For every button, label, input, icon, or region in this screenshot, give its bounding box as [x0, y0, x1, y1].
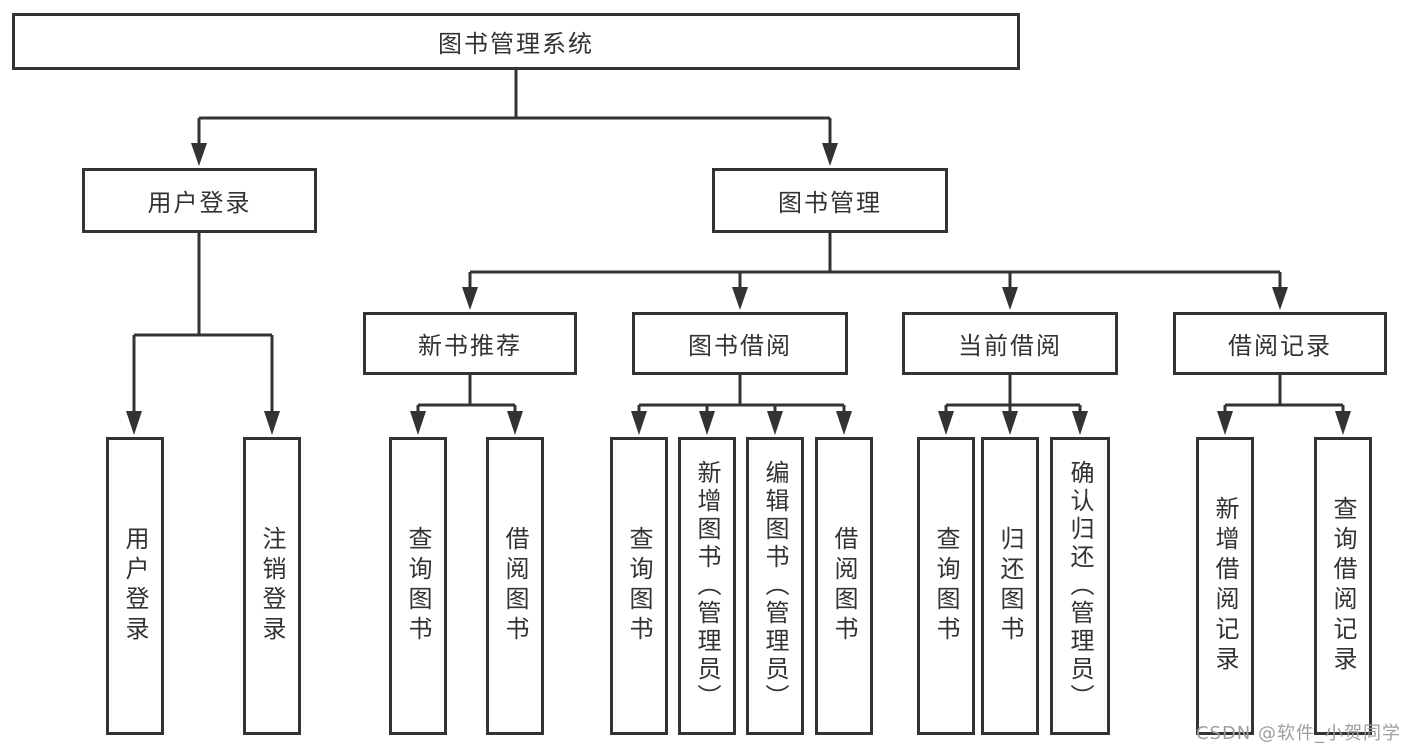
leaf-edit-books-admin-label: 编辑图书（管理员）	[761, 460, 789, 712]
node-user-login-label: 用户登录	[147, 189, 252, 217]
leaf-return-books-label: 归还图书	[996, 526, 1024, 646]
leaf-confirm-return-admin: 确认归还（管理员）	[1050, 437, 1110, 735]
leaf-add-books-admin: 新增图书（管理员）	[678, 437, 736, 735]
leaf-query-books-current-label: 查询图书	[932, 526, 960, 646]
leaf-borrow-books-recommend: 借阅图书	[486, 437, 544, 735]
leaf-borrow-books-label: 借阅图书	[830, 526, 858, 646]
leaf-query-borrow-record-label: 查询借阅记录	[1329, 496, 1357, 676]
node-current-borrow: 当前借阅	[902, 312, 1118, 375]
leaf-borrow-books: 借阅图书	[815, 437, 873, 735]
leaf-logout-label: 注销登录	[258, 526, 286, 646]
node-new-book-recommend: 新书推荐	[363, 312, 577, 375]
node-borrow-records: 借阅记录	[1173, 312, 1387, 375]
leaf-query-books-borrow: 查询图书	[610, 437, 668, 735]
leaf-query-books-borrow-label: 查询图书	[625, 526, 653, 646]
leaf-query-books-current: 查询图书	[917, 437, 975, 735]
node-book-management-label: 图书管理	[778, 189, 882, 217]
leaf-user-login-label: 用户登录	[121, 526, 149, 646]
leaf-return-books: 归还图书	[981, 437, 1039, 735]
leaf-borrow-books-recommend-label: 借阅图书	[501, 526, 529, 646]
leaf-logout: 注销登录	[243, 437, 301, 735]
leaf-add-borrow-record-label: 新增借阅记录	[1211, 496, 1239, 676]
leaf-query-books-recommend: 查询图书	[389, 437, 447, 735]
leaf-query-borrow-record: 查询借阅记录	[1314, 437, 1372, 735]
node-borrow-records-label: 借阅记录	[1228, 332, 1332, 360]
leaf-query-books-recommend-label: 查询图书	[404, 526, 432, 646]
node-user-login: 用户登录	[82, 168, 317, 233]
leaf-edit-books-admin: 编辑图书（管理员）	[746, 437, 804, 735]
node-book-borrow: 图书借阅	[632, 312, 848, 375]
leaf-user-login: 用户登录	[106, 437, 164, 735]
leaf-confirm-return-admin-label: 确认归还（管理员）	[1066, 460, 1094, 712]
node-new-book-recommend-label: 新书推荐	[418, 332, 522, 360]
node-book-borrow-label: 图书借阅	[688, 332, 792, 360]
node-current-borrow-label: 当前借阅	[958, 332, 1062, 360]
node-root-label: 图书管理系统	[438, 30, 594, 58]
node-root-library-system: 图书管理系统	[12, 13, 1020, 70]
node-book-management: 图书管理	[712, 168, 948, 233]
leaf-add-books-admin-label: 新增图书（管理员）	[693, 460, 721, 712]
leaf-add-borrow-record: 新增借阅记录	[1196, 437, 1254, 735]
csdn-watermark: CSDN @软件_小贺同学	[1195, 723, 1401, 744]
